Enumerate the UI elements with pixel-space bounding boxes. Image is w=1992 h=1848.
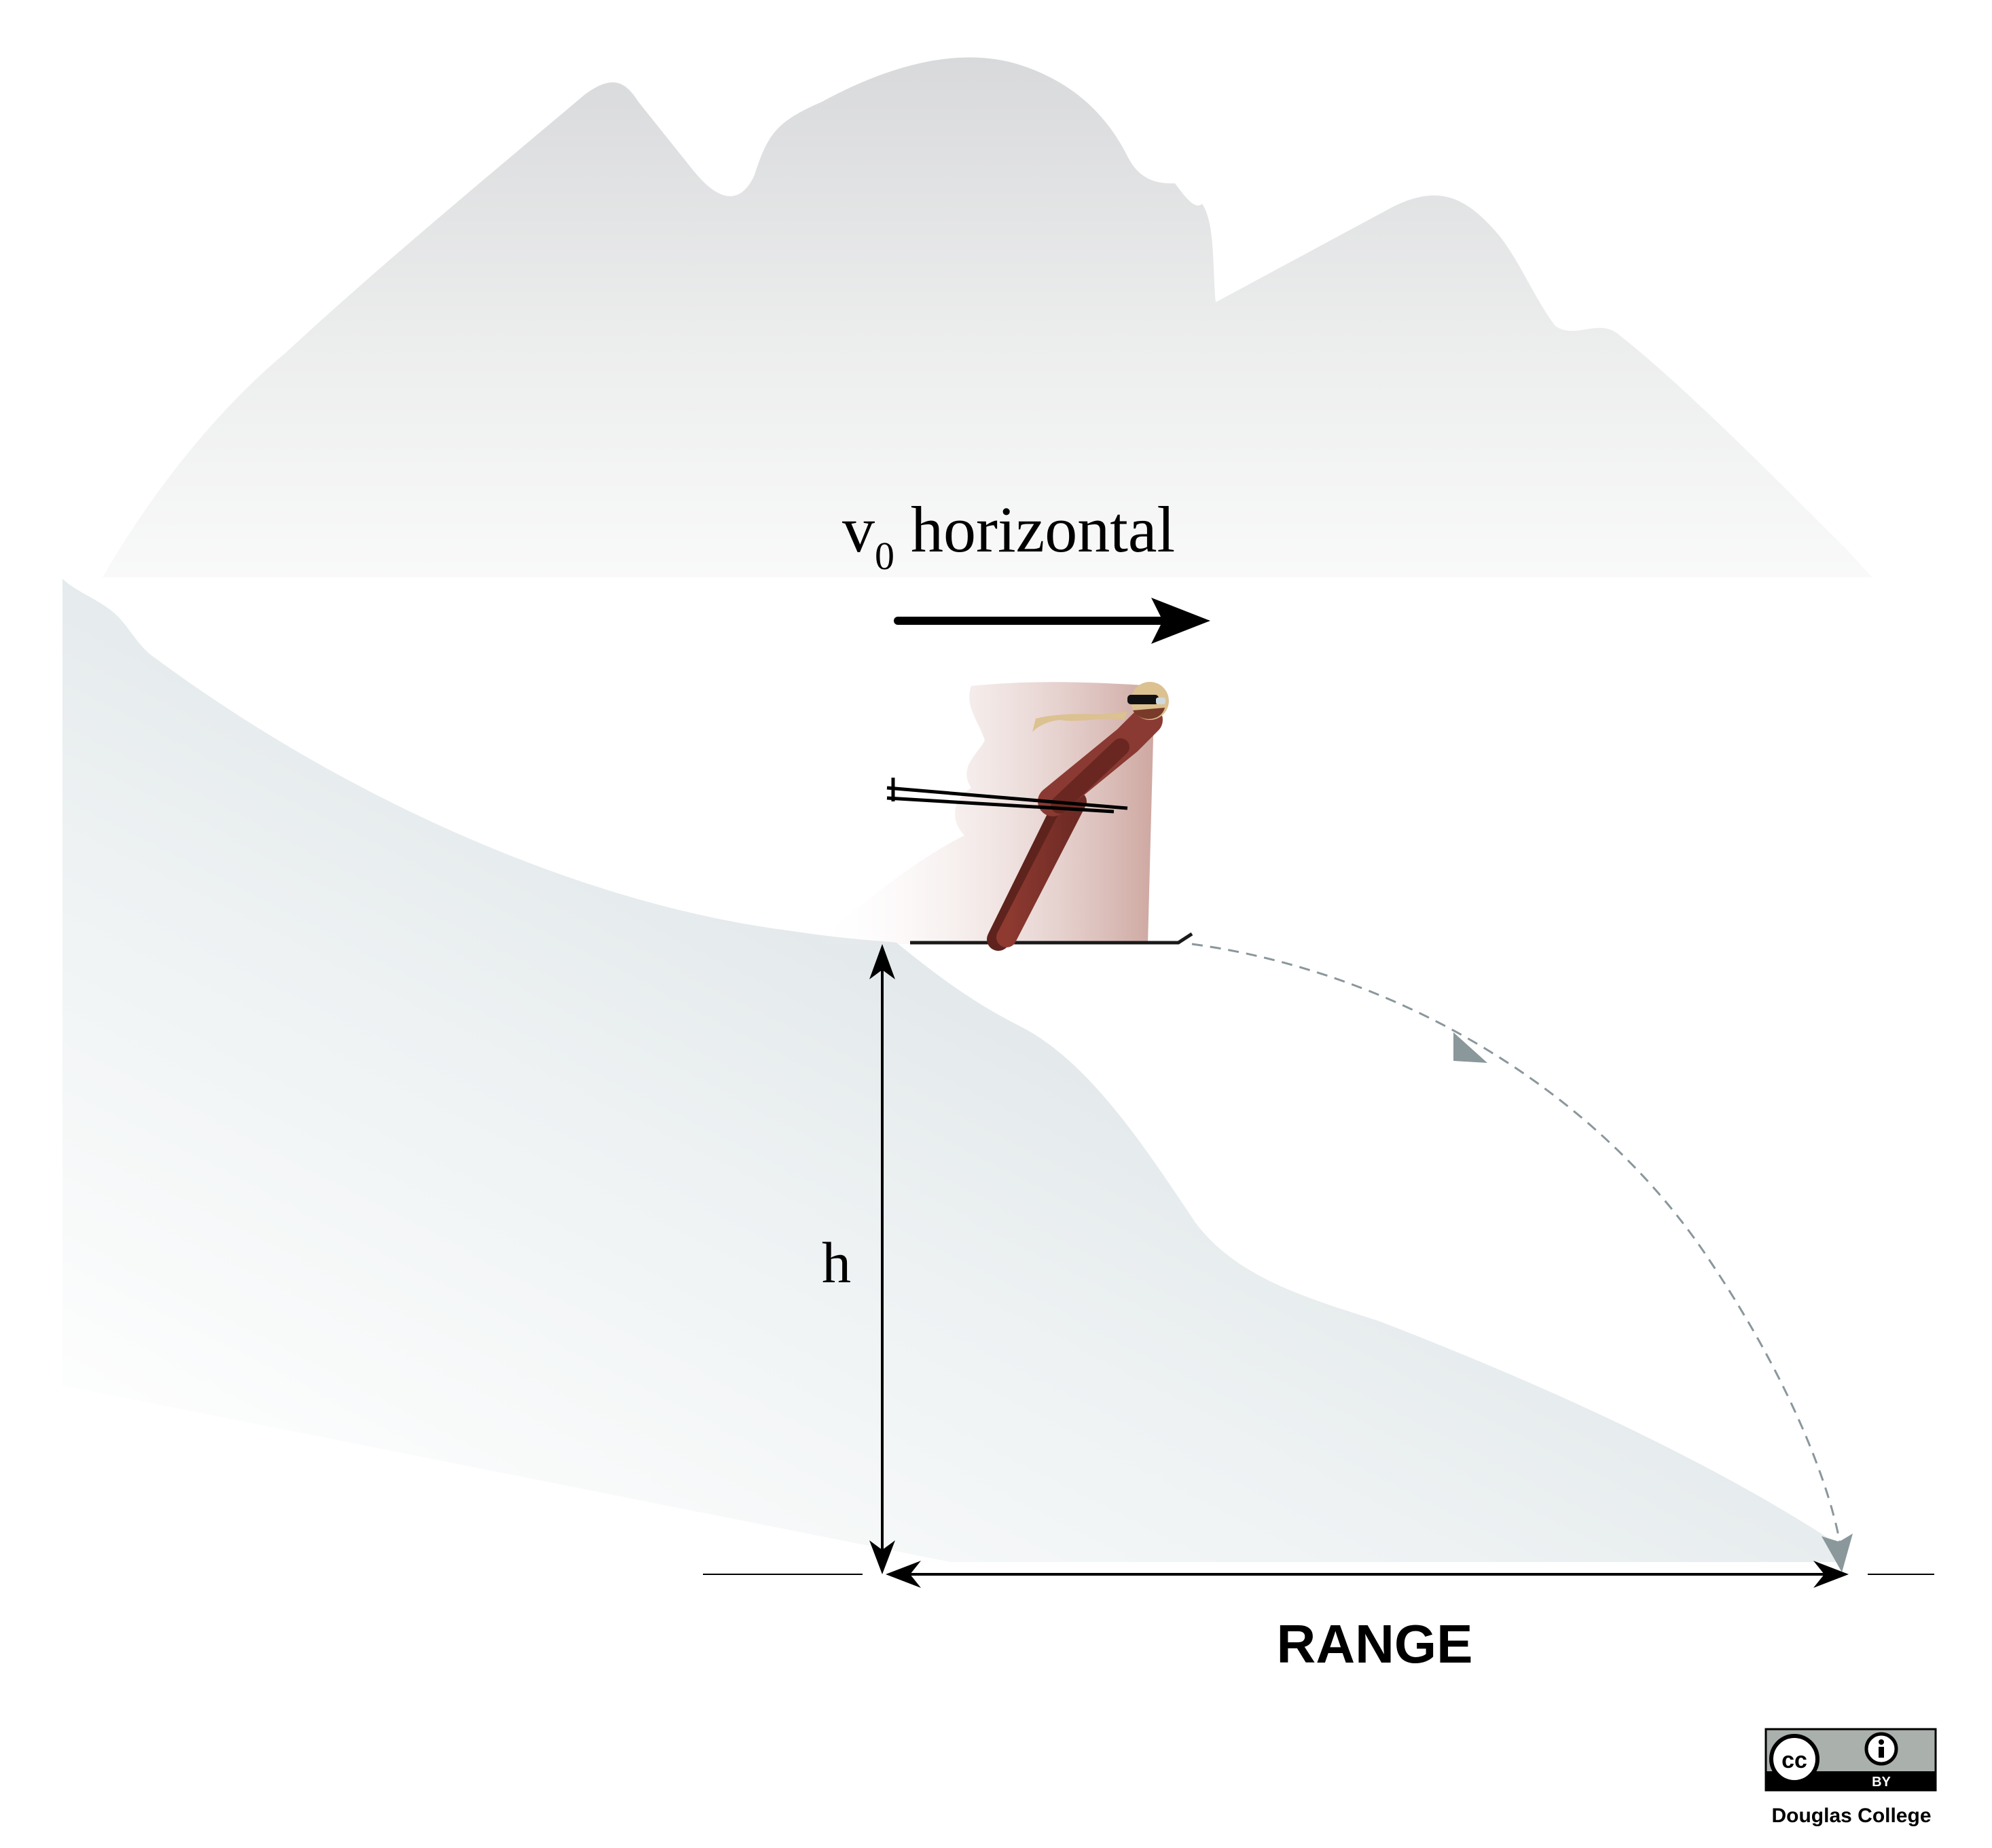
mountain-silhouette: [95, 57, 1915, 686]
height-arrowhead-top: [869, 944, 895, 979]
trajectory-arrowhead-mid: [1453, 1032, 1487, 1063]
motion-blur: [812, 682, 1155, 944]
velocity-symbol: v: [842, 493, 875, 566]
velocity-arrowhead: [1151, 598, 1210, 644]
scarf: [1032, 712, 1127, 732]
height-label: h: [822, 1230, 851, 1295]
ski-pole: [886, 786, 1128, 810]
range-arrowhead-left: [886, 1561, 921, 1588]
height-arrowhead-bottom: [869, 1540, 895, 1574]
velocity-text: horizontal: [911, 493, 1175, 566]
publisher-label: Douglas College: [1771, 1805, 1931, 1827]
velocity-subscript: 0: [875, 534, 894, 578]
snow-slope: [62, 579, 1841, 1562]
trajectory-arrowhead-end: [1822, 1534, 1853, 1572]
trajectory-path: [1191, 943, 1843, 1556]
cc-by-badge: cc BY: [1764, 1728, 1937, 1792]
cc-text: cc: [1781, 1747, 1807, 1773]
goggles: [1127, 695, 1159, 704]
by-text: BY: [1872, 1775, 1891, 1790]
cc-icon: [1769, 1734, 1819, 1784]
ski-pole: [886, 796, 1115, 814]
range-label: RANGE: [1277, 1614, 1473, 1674]
range-arrowhead-right: [1813, 1561, 1849, 1588]
velocity-label: v0 horizontal: [842, 493, 1175, 578]
skier: [886, 682, 1193, 951]
